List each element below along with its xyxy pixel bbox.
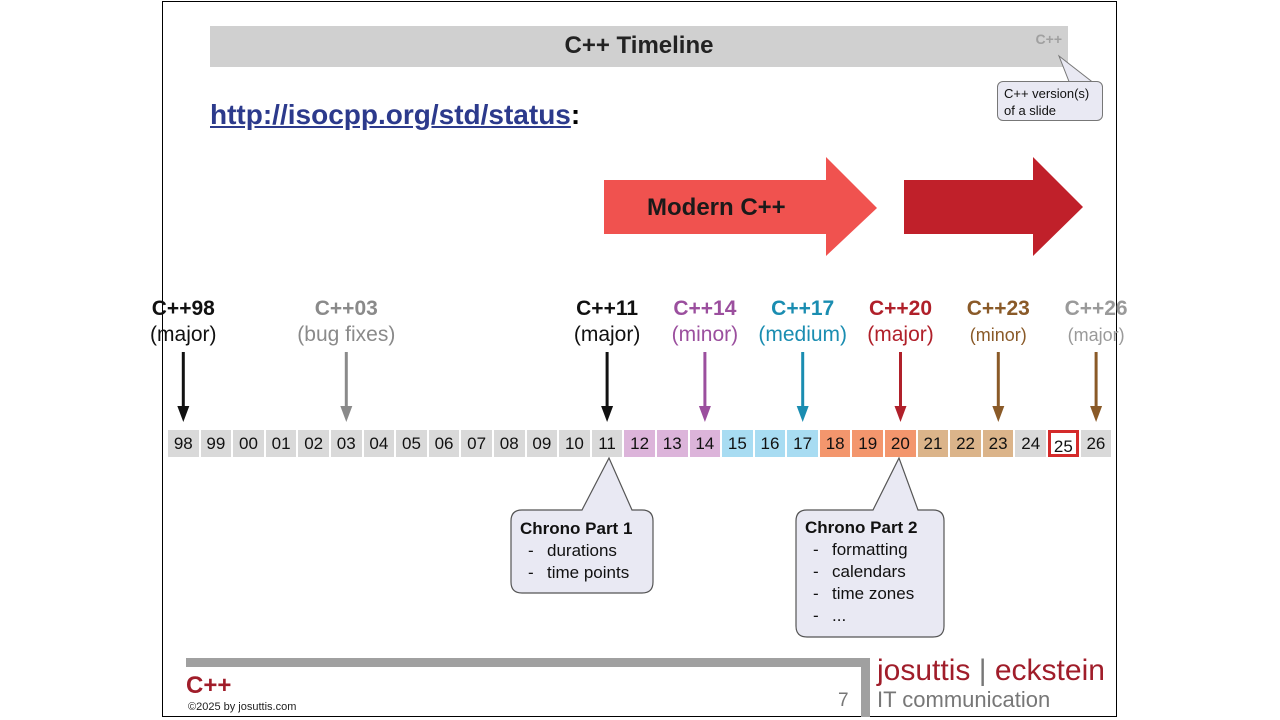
version-kind: (major) bbox=[573, 323, 641, 346]
chrono-part2-item: -calendars bbox=[813, 562, 906, 581]
year-box: 09 bbox=[526, 430, 558, 457]
chrono-part2-title: Chrono Part 2 bbox=[805, 518, 918, 537]
year-box: 20 bbox=[885, 430, 916, 457]
year-box: 22 bbox=[950, 430, 981, 457]
version-label: C++98 (major) bbox=[150, 296, 217, 348]
version-label: C++11 (major) bbox=[574, 296, 641, 348]
version-callout: C++ version(s) of a slide bbox=[997, 81, 1103, 121]
year-box: 03 bbox=[330, 430, 362, 457]
chrono-part1-item: -durations bbox=[528, 541, 617, 560]
version-kind: (medium) bbox=[758, 323, 848, 346]
version-kind: (major) bbox=[150, 323, 217, 346]
version-name: C++03 bbox=[314, 297, 378, 320]
year-box: 01 bbox=[265, 430, 297, 457]
year-box: 98 bbox=[168, 430, 199, 457]
year-box: 16 bbox=[754, 430, 786, 457]
chrono-part2-text: Chrono Part 2 -formatting -calendars -ti… bbox=[805, 517, 917, 627]
year-box: 17 bbox=[787, 430, 818, 457]
brand-separator: | bbox=[978, 654, 987, 687]
version-name: C++20 bbox=[868, 297, 933, 320]
version-kind: (major) bbox=[1067, 325, 1125, 345]
year-box: 04 bbox=[363, 430, 395, 457]
year-box: 19 bbox=[852, 430, 884, 457]
year-box: 12 bbox=[624, 430, 655, 457]
footer-cpp-logo: C++ bbox=[186, 672, 232, 699]
brand-right: eckstein bbox=[994, 654, 1105, 687]
title-bar: C++ Timeline C++ bbox=[210, 26, 1068, 67]
version-name: C++17 bbox=[771, 297, 835, 320]
year-box: 15 bbox=[722, 430, 753, 457]
version-label: C++17 (medium) bbox=[758, 296, 847, 348]
page-number: 7 bbox=[838, 690, 849, 711]
year-box: 08 bbox=[493, 430, 525, 457]
year-box: 25 bbox=[1048, 430, 1079, 457]
copyright-text: ©2025 by josuttis.com bbox=[188, 701, 297, 713]
status-link-line: http://isocpp.org/std/status: bbox=[210, 99, 580, 131]
year-box: 07 bbox=[461, 430, 492, 457]
chrono-part1-title: Chrono Part 1 bbox=[520, 519, 633, 538]
year-box: 06 bbox=[428, 430, 460, 457]
year-box: 23 bbox=[982, 430, 1014, 457]
brand-logo: josuttis | eckstein bbox=[877, 654, 1105, 688]
year-box: 02 bbox=[298, 430, 329, 457]
version-kind: (minor) bbox=[969, 325, 1027, 345]
slide-frame bbox=[162, 1, 1117, 717]
chrono-part2-item: -formatting bbox=[813, 540, 908, 559]
version-kind: (minor) bbox=[671, 323, 739, 346]
version-kind: (major) bbox=[867, 323, 934, 346]
year-box: 99 bbox=[200, 430, 232, 457]
version-name: C++98 bbox=[151, 297, 215, 320]
modern-cpp-label: Modern C++ bbox=[647, 194, 786, 221]
chrono-part2-item: -time zones bbox=[813, 584, 915, 603]
version-label: C++20 (major) bbox=[867, 296, 934, 348]
year-box: 24 bbox=[1015, 430, 1047, 457]
version-name: C++26 bbox=[1064, 297, 1128, 320]
version-label: C++26 (major) bbox=[1065, 296, 1128, 348]
year-box: 10 bbox=[559, 430, 590, 457]
version-label: C++14 (minor) bbox=[672, 296, 739, 348]
year-box: 00 bbox=[233, 430, 264, 457]
isocpp-status-link[interactable]: http://isocpp.org/std/status bbox=[210, 99, 571, 130]
cpp-version-tag: C++ bbox=[1035, 31, 1062, 47]
chrono-part1-item: -time points bbox=[528, 563, 630, 582]
year-box: 18 bbox=[819, 430, 851, 457]
year-box: 14 bbox=[689, 430, 721, 457]
version-label: C++23 (minor) bbox=[967, 296, 1030, 348]
chrono-part1-text: Chrono Part 1 -durations -time points bbox=[520, 518, 632, 584]
year-box: 26 bbox=[1080, 430, 1112, 457]
year-box: 05 bbox=[396, 430, 427, 457]
callout-line1: C++ version(s) bbox=[1004, 86, 1090, 101]
brand-subtitle: IT communication bbox=[877, 687, 1051, 712]
version-kind: (bug fixes) bbox=[297, 323, 396, 346]
slide-title: C++ Timeline bbox=[564, 32, 714, 59]
year-box: 13 bbox=[656, 430, 688, 457]
link-suffix: : bbox=[570, 99, 581, 130]
version-name: C++23 bbox=[966, 297, 1030, 320]
chrono-part2-item: -... bbox=[813, 606, 847, 625]
year-box: 21 bbox=[917, 430, 949, 457]
version-name: C++14 bbox=[673, 297, 737, 320]
version-name: C++11 bbox=[576, 297, 639, 320]
year-box: 11 bbox=[591, 430, 623, 457]
callout-line2: of a slide bbox=[1004, 103, 1057, 118]
version-label: C++03 (bug fixes) bbox=[297, 296, 395, 348]
brand-left: josuttis bbox=[877, 654, 971, 687]
